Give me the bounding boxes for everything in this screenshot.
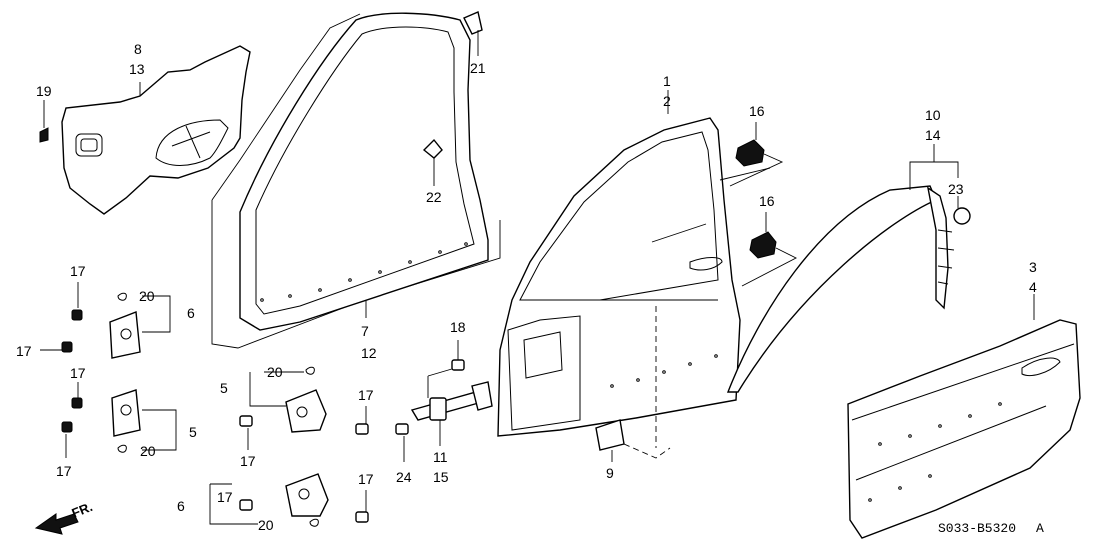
- bolt-17-d: [61, 421, 73, 458]
- callout-17-g: 17: [217, 489, 233, 505]
- callout-8: 8: [134, 41, 142, 57]
- callout-20-b: 20: [267, 364, 283, 380]
- callout-5-lower: 5: [189, 424, 197, 440]
- bolt-18: [451, 340, 465, 371]
- callout-14: 14: [925, 127, 941, 143]
- callout-12: 12: [361, 345, 377, 361]
- door-frame: [497, 90, 771, 437]
- callout-17-a: 17: [70, 263, 86, 279]
- door-outer-skin: [847, 294, 1081, 539]
- bolt-17-c: [71, 382, 83, 409]
- callout-3: 3: [1029, 259, 1037, 275]
- callout-17-c: 17: [70, 365, 86, 381]
- spring-20-markers: [117, 292, 319, 527]
- front-direction-arrow-icon: [34, 513, 79, 535]
- callout-17-h: 17: [358, 471, 374, 487]
- callout-22: 22: [426, 189, 442, 205]
- callout-5-upper: 5: [220, 380, 228, 396]
- callout-17-f: 17: [358, 387, 374, 403]
- door-seal-panel: [61, 45, 251, 215]
- callout-4: 4: [1029, 279, 1037, 295]
- bolt-17-a: [71, 282, 83, 321]
- callout-23: 23: [948, 181, 964, 197]
- diagram-code-suffix: A: [1036, 521, 1044, 536]
- door-molding: [726, 144, 959, 393]
- plug-16-upper: [729, 122, 784, 187]
- hinge-upper-body: [109, 295, 171, 359]
- bolt-17-g: [239, 499, 253, 511]
- bolt-17-h: [355, 490, 369, 523]
- callout-24: 24: [396, 469, 412, 485]
- callout-21: 21: [470, 60, 486, 76]
- door-check: [410, 365, 493, 446]
- clip-21: [463, 11, 483, 56]
- callout-20-d: 20: [258, 517, 274, 533]
- clip-23: [953, 196, 971, 225]
- callout-17-e: 17: [240, 453, 256, 469]
- hinge-lower-door: [209, 473, 329, 525]
- bolt-17-e: [239, 415, 253, 450]
- callout-1: 1: [663, 73, 671, 89]
- callout-20-c: 20: [140, 443, 156, 459]
- callout-17-d: 17: [56, 463, 72, 479]
- callout-6-upper: 6: [187, 305, 195, 321]
- callout-15: 15: [433, 469, 449, 485]
- door-opening-weatherstrip: [211, 12, 501, 349]
- callout-17-b: 17: [16, 343, 32, 359]
- plug-16-lower: [741, 212, 797, 287]
- bolt-17-f: [355, 406, 369, 435]
- direction-label: FR.: [70, 499, 95, 521]
- callout-16-upper: 16: [749, 103, 765, 119]
- callout-20-a: 20: [139, 288, 155, 304]
- callout-2: 2: [663, 93, 671, 109]
- patch-9: [595, 306, 671, 462]
- callout-labels: 1 2 3 4 5 5 6 6 7 8 9 10 11 12 13 14 15 …: [16, 41, 1044, 536]
- callout-19: 19: [36, 83, 52, 99]
- bolt-24: [395, 423, 409, 462]
- hinge-lower-body: [111, 389, 177, 451]
- callout-18: 18: [450, 319, 466, 335]
- callout-13: 13: [129, 61, 145, 77]
- callout-16-lower: 16: [759, 193, 775, 209]
- diagram-code: S033-B5320: [938, 521, 1016, 536]
- callout-11: 11: [433, 449, 448, 465]
- clip-19: [39, 100, 49, 143]
- bolt-17-b: [40, 341, 73, 353]
- callout-7: 7: [361, 323, 369, 339]
- clip-22: [422, 138, 443, 186]
- hinge-upper-door: [249, 371, 327, 433]
- callout-9: 9: [606, 465, 614, 481]
- callout-10: 10: [925, 107, 941, 123]
- callout-6-lower: 6: [177, 498, 185, 514]
